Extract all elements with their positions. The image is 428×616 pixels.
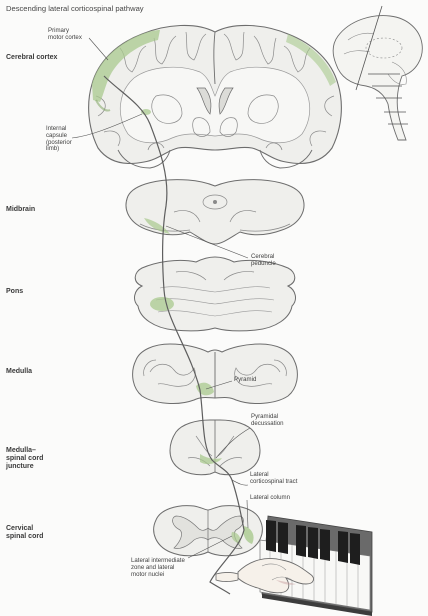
label-pyramid: Pyramid <box>234 377 256 384</box>
label-cerebral-peduncle: Cerebral peduncle <box>251 254 276 268</box>
pons-section <box>135 257 296 331</box>
brain-sagittal-inset-icon <box>333 6 422 140</box>
juncture-section <box>170 420 260 475</box>
label-pons: Pons <box>6 288 23 296</box>
label-lateral-column: Lateral column <box>250 495 290 502</box>
label-lateral-intermediate-zone: Lateral intermediate zone and lateral mo… <box>131 558 185 578</box>
label-internal-capsule: Internal capsule (posterior limb) <box>46 126 72 153</box>
label-medulla: Medulla <box>6 368 32 376</box>
pons-tract-highlight <box>150 297 174 311</box>
medulla-section <box>133 344 298 403</box>
diagram-title: Descending lateral corticospinal pathway <box>6 5 144 14</box>
cerebrum-coronal-section <box>89 25 342 168</box>
label-cerebral-cortex: Cerebral cortex <box>6 54 57 62</box>
midbrain-section <box>126 180 304 244</box>
label-midbrain: Midbrain <box>6 206 35 214</box>
label-lateral-corticospinal-tract: Lateral corticospinal tract <box>250 472 297 486</box>
label-pyramidal-decussation: Pyramidal decussation <box>251 414 284 428</box>
label-primary-motor-cortex: Primary motor cortex <box>48 28 82 42</box>
label-cervical-spinal-cord: Cervical spinal cord <box>6 525 43 541</box>
label-medulla-spinal-juncture: Medulla– spinal cord juncture <box>6 447 43 470</box>
